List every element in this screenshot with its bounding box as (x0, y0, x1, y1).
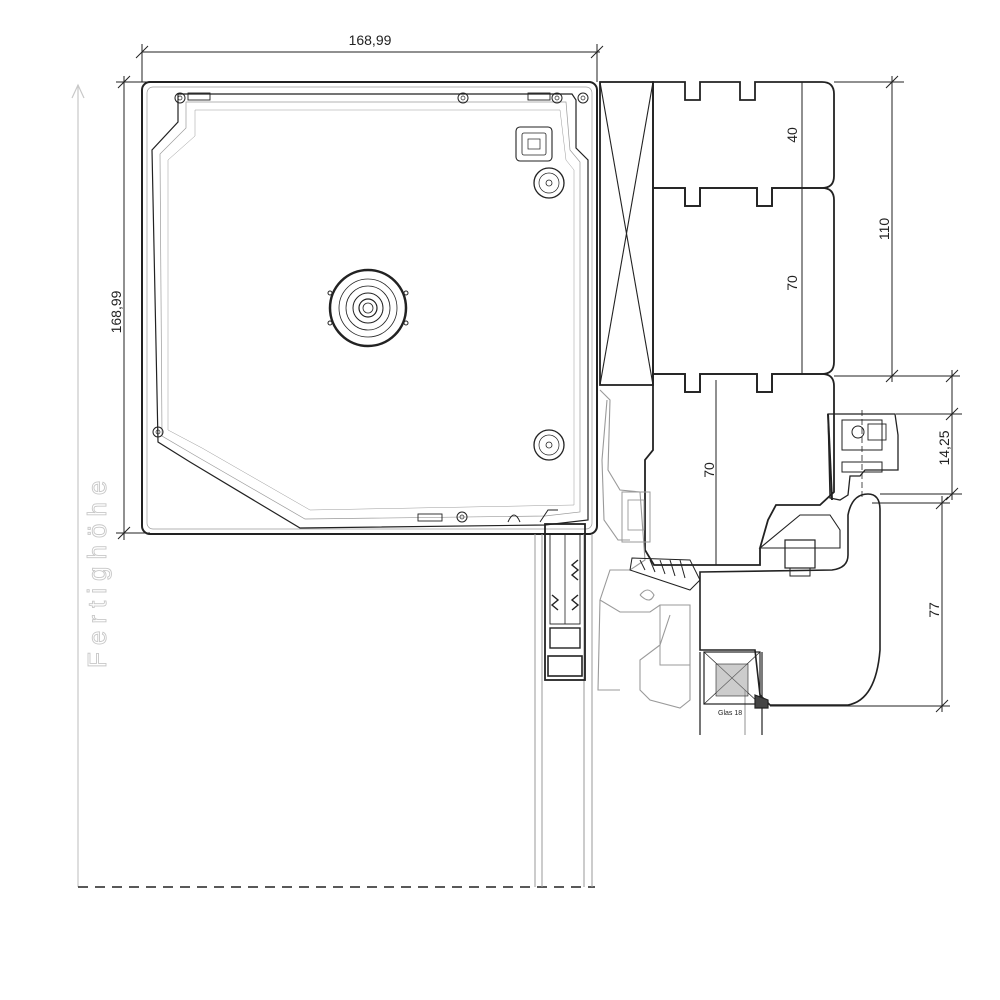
total-height-label: 110 (876, 218, 892, 241)
timber-lower-label: 70 (701, 462, 717, 478)
timber-upper-label: 40 (784, 127, 800, 143)
timber-beam-lower (644, 373, 835, 566)
frame-height-label: 77 (926, 602, 942, 618)
box-height-label: 168,99 (108, 290, 124, 333)
glass-label: Glas 18 (718, 710, 742, 717)
gasket-strips (629, 413, 833, 591)
roller-shutter-box (141, 81, 598, 535)
guide-rail (534, 523, 593, 887)
box-height-dimension (116, 75, 150, 540)
box-width-label: 168,99 (349, 32, 392, 48)
timber-beam-middle (652, 187, 835, 393)
frame-height-dimension (770, 496, 950, 713)
total-height-dimension (834, 75, 960, 383)
finished-height-label: Fertighöhe (82, 474, 112, 668)
insulation-block (599, 81, 654, 386)
offset-dimension (880, 369, 962, 501)
roller-shaft (327, 268, 409, 348)
box-width-dimension (135, 44, 604, 82)
finished-height-line (71, 83, 85, 887)
timber-middle-label: 70 (784, 275, 800, 291)
offset-label: 14,25 (936, 430, 952, 465)
glass-unit (699, 651, 769, 735)
window-frame (699, 410, 899, 706)
